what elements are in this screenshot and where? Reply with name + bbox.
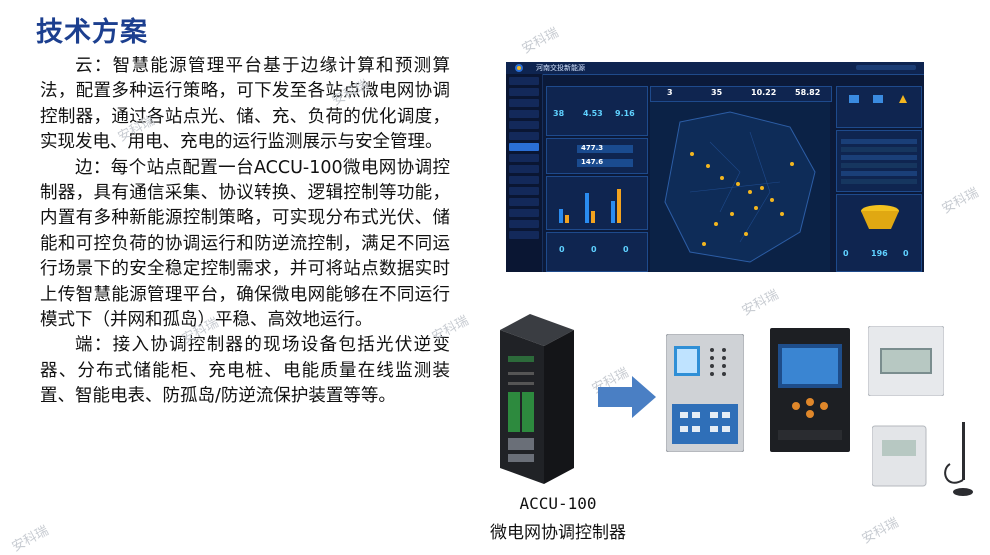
kpi-strip: 3 35 10.22 58.82	[650, 86, 832, 102]
value-1: 477.3	[581, 144, 604, 152]
watermark: 安科瑞	[939, 185, 982, 218]
value-2: 147.6	[581, 158, 604, 166]
accu-100-controller-image	[500, 314, 574, 484]
toolbar-icons	[856, 65, 916, 70]
panel-storage: 0 196 0	[836, 194, 922, 272]
device-name-label: 微电网协调控制器	[490, 523, 626, 543]
watermark: 安科瑞	[859, 515, 902, 548]
page-title: 技术方案	[36, 17, 148, 48]
kpi-2: 35	[711, 88, 723, 97]
device-model-label: ACCU-100	[519, 494, 597, 513]
kpi-1: 3	[667, 88, 673, 97]
dashboard-topbar: 河南交投新能源	[506, 62, 924, 75]
watermark: 安科瑞	[739, 287, 782, 320]
protection-device-image	[666, 334, 744, 452]
station-map	[650, 102, 830, 272]
map-outline	[664, 111, 816, 263]
paragraph-end: 端：接入协调控制器的现场设备包括光伏逆变器、分布式储能柜、充电桩、电能质量在线监…	[40, 335, 450, 407]
watermark: 安科瑞	[9, 523, 52, 555]
dashboard-title: 河南交投新能源	[536, 64, 585, 72]
watermark: 安科瑞	[519, 25, 562, 58]
din-meter-image	[872, 425, 927, 487]
bottom-stat-1: 0	[843, 249, 849, 258]
panel-bottom-stats: 0 0 0	[546, 232, 648, 272]
bottom-stat-3: 0	[903, 249, 909, 258]
bottom-stat-2: 196	[871, 249, 888, 258]
panel-table	[836, 130, 922, 192]
panel-bar-chart	[546, 176, 648, 230]
arrow-right-icon	[598, 376, 656, 418]
energy-platform-screenshot: 河南交投新能源 38 4.53 9.16 477.3 147.6 0 0 0	[506, 62, 924, 272]
body-text: 云：智慧能源管理平台基于边缘计算和预测算法，配置多种运行策略，可下发至各站点微电…	[40, 54, 450, 410]
dashboard-sidebar	[506, 74, 543, 272]
kpi-4: 58.82	[795, 88, 821, 97]
paragraph-cloud: 云：智慧能源管理平台基于边缘计算和预测算法，配置多种运行策略，可下发至各站点微电…	[40, 56, 450, 153]
power-monitor-image	[770, 328, 850, 452]
panel-values: 477.3 147.6	[546, 138, 648, 174]
panel-overview: 38 4.53 9.16	[546, 86, 648, 136]
panel-alarms	[836, 86, 922, 128]
kpi-3: 10.22	[751, 88, 777, 97]
smart-meter-image	[868, 326, 944, 396]
logo-icon	[515, 64, 523, 72]
antenna-icon	[944, 422, 973, 496]
paragraph-edge: 边：每个站点配置一台ACCU-100微电网协调控制器，具有通信采集、协议转换、逻…	[40, 157, 450, 331]
